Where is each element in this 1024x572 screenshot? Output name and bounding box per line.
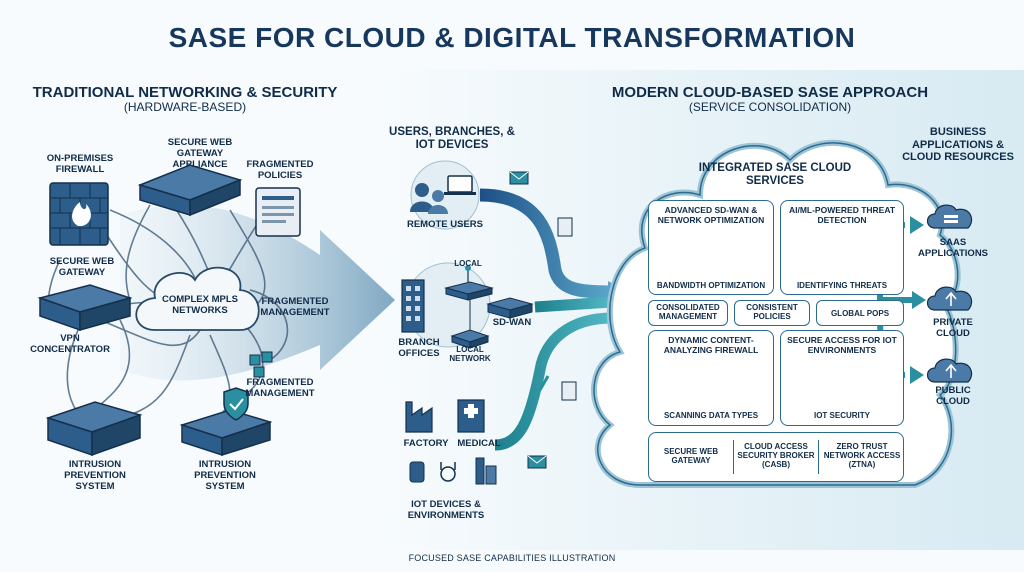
- local-network-label: LOCAL NETWORK: [449, 345, 491, 364]
- secure-iot-title: SECURE ACCESS FOR IoT ENVIRONMENTS: [787, 335, 897, 355]
- sdwan-optimization-title: ADVANCED SD-WAN & NETWORK OPTIMIZATION: [657, 205, 765, 225]
- fragment-blocks-icon: [249, 351, 273, 378]
- flow-arrow-branch: [534, 296, 613, 313]
- swg-label: SECURE WEB GATEWAY: [49, 256, 115, 278]
- saas-cloud-icon: [926, 204, 973, 229]
- branch-offices-label: BRANCH OFFICES: [398, 337, 440, 359]
- iot-security-label: IoT SECURITY: [813, 411, 870, 420]
- mpls-cloud-icon: [135, 266, 260, 331]
- caption: FOCUSED SASE CAPABILITIES ILLUSTRATION: [408, 553, 616, 563]
- vpn-label: VPN CONCENTRATOR: [30, 333, 110, 355]
- local-label: LOCAL: [454, 259, 482, 268]
- iot-devices-label: IoT DEVICES & ENVIRONMENTS: [407, 499, 485, 521]
- small-arrow: [538, 375, 550, 391]
- security-services-row: [648, 432, 904, 482]
- public-cloud-label: PUBLIC CLOUD: [935, 385, 971, 407]
- local-router-icon: [444, 265, 494, 301]
- fragmented-management-bottom-label: FRAGMENTED MANAGEMENT: [245, 377, 315, 399]
- medical-icon: [457, 399, 485, 433]
- global-pops-label: GLOBAL POPS: [830, 309, 890, 318]
- factory-label: FACTORY: [403, 438, 449, 449]
- modern-heading: MODERN CLOUD-BASED SASE APPROACH: [611, 84, 929, 101]
- policy-document-icon: [255, 187, 301, 237]
- remote-users-label: REMOTE USERS: [406, 219, 483, 230]
- factory-icon: [405, 401, 433, 433]
- ips-right-label: INTRUSION PREVENTION SYSTEM: [194, 459, 256, 492]
- consolidated-management-pill: [648, 300, 728, 326]
- saas-label: SaaS APPLICATIONS: [918, 237, 989, 259]
- dynamic-firewall-panel: [648, 330, 774, 426]
- branch-building-icon: [401, 279, 425, 333]
- document-icon: [557, 217, 577, 401]
- iot-devices-icon: [409, 457, 497, 485]
- modern-subheading: (SERVICE CONSOLIDATION): [688, 100, 852, 114]
- sdwan-device-icon: [486, 297, 534, 319]
- private-cloud-icon: [926, 286, 973, 311]
- cloud-heading: INTEGRATED SASE CLOUD SERVICES: [698, 162, 852, 188]
- ips-left-icon: [45, 401, 143, 457]
- users-heading: USERS, BRANCHES, & IoT DEVICES: [389, 126, 515, 152]
- flow-arrow-remote: [479, 188, 611, 299]
- identifying-threats-label: IDENTIFYING THREATS: [796, 281, 888, 290]
- fragmented-management-center-label: FRAGMENTED MANAGEMENT: [260, 296, 330, 318]
- casb-label: CLOUD ACCESS SECURITY BROKER (CASB): [737, 442, 815, 470]
- ai-threat-title: AI/ML-POWERED THREAT DETECTION: [788, 205, 896, 225]
- ips-left-label: INTRUSION PREVENTION SYSTEM: [64, 459, 126, 492]
- ips-right-icon: [179, 409, 273, 457]
- secure-iot-panel: [780, 330, 904, 426]
- swg-service-label: SECURE WEB GATEWAY: [663, 447, 719, 466]
- bandwidth-label: BANDWIDTH OPTIMIZATION: [656, 281, 766, 290]
- swg-appliance-label: SECURE WEB GATEWAY APPLIANCE: [167, 137, 233, 170]
- vpn-concentrator-icon: [37, 284, 133, 332]
- private-cloud-label: PRIVATE CLOUD: [933, 317, 973, 339]
- scanning-label: SCANNING DATA TYPES: [663, 411, 759, 420]
- dynamic-firewall-title: DYNAMIC CONTENT-ANALYZING FIREWALL: [663, 335, 759, 355]
- mpls-label: COMPLEX MPLS NETWORKS: [161, 294, 238, 316]
- firewall-label: ON-PREMISES FIREWALL: [46, 153, 114, 175]
- consistent-policies-label: CONSISTENT POLICIES: [746, 303, 798, 322]
- fragmented-policies-label: FRAGMENTED POLICIES: [246, 159, 314, 181]
- medical-label: MEDICAL: [457, 438, 501, 449]
- remote-users-icon: [410, 175, 476, 214]
- ai-threat-panel: [780, 200, 904, 295]
- traditional-subheading: (HARDWARE-BASED): [123, 100, 247, 114]
- global-pops-pill: [816, 300, 904, 326]
- business-heading: BUSINESS APPLICATIONS & CLOUD RESOURCES: [902, 126, 1014, 164]
- firewall-icon: [49, 182, 109, 246]
- traditional-heading: TRADITIONAL NETWORKING & SECURITY: [32, 84, 338, 101]
- ztna-label: ZERO TRUST NETWORK ACCESS (ZTNA): [823, 442, 901, 470]
- public-cloud-icon: [926, 358, 973, 383]
- shield-icon: [223, 387, 249, 421]
- swg-appliance-icon: [137, 164, 243, 217]
- consolidated-management-label: CONSOLIDATED MANAGEMENT: [656, 303, 720, 322]
- flow-arrow-iot: [494, 312, 613, 451]
- page-title: SASE FOR CLOUD & DIGITAL TRANSFORMATION: [168, 22, 856, 53]
- local-network-icon: [450, 329, 490, 349]
- sdwan-label: SD-WAN: [492, 317, 532, 328]
- sdwan-optimization-panel: [648, 200, 774, 295]
- consistent-policies-pill: [734, 300, 810, 326]
